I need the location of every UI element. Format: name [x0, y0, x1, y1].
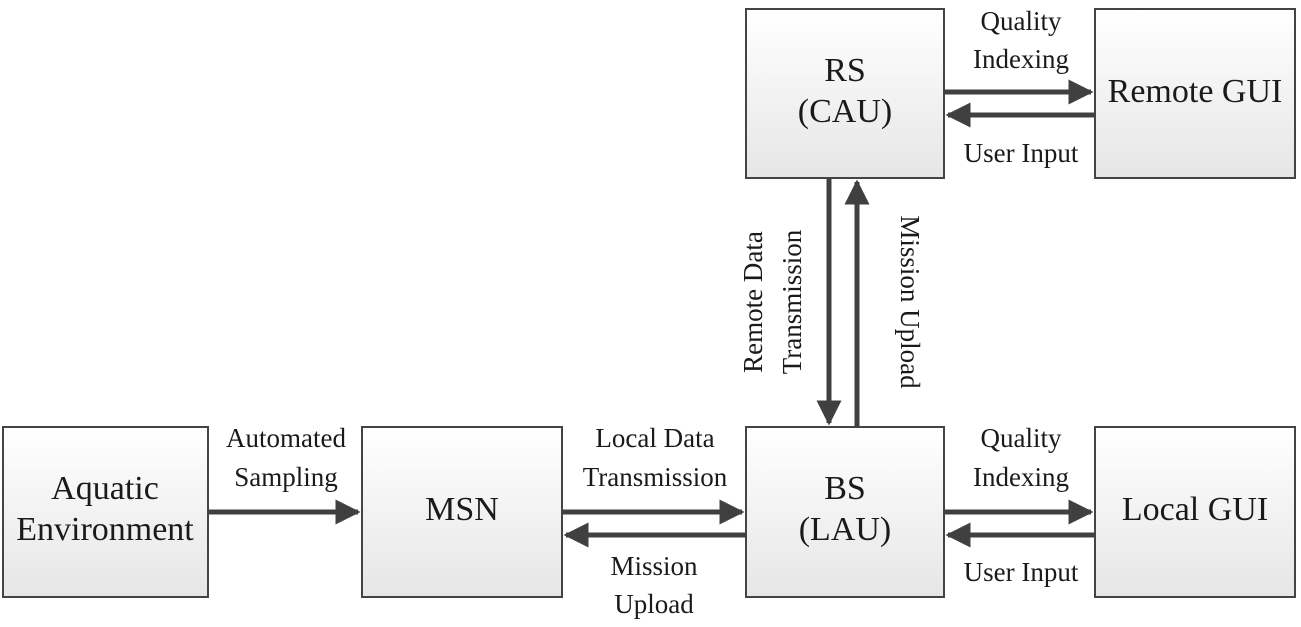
mission-upload-label-line1: Mission: [610, 551, 698, 581]
quality-indexing-local-label-line2: Indexing: [973, 462, 1069, 492]
local-gui-label: Local GUI: [1122, 491, 1268, 528]
rs-label-line1: RS: [824, 52, 866, 89]
mission-upload-label-line2: Upload: [614, 589, 694, 619]
user-input-local-label: User Input: [964, 557, 1079, 587]
quality-indexing-remote-label-line1: Quality: [981, 6, 1062, 36]
remote-gui-label: Remote GUI: [1108, 73, 1283, 110]
automated-sampling-label-line1: Automated: [226, 423, 346, 453]
user-input-remote-label: User Input: [964, 138, 1079, 168]
rs-label-line2: (CAU): [798, 93, 892, 130]
local-gui-node: Local GUI: [1094, 426, 1296, 598]
rs-node: RS (CAU): [745, 8, 945, 179]
mission-upload-vertical-label: Mission Upload: [895, 215, 925, 389]
aquatic-environment-label-line1: Aquatic: [51, 470, 159, 507]
bs-node: BS (LAU): [745, 426, 945, 598]
bs-label-line1: BS: [824, 470, 866, 507]
aquatic-environment-label-line2: Environment: [16, 511, 194, 548]
remote-data-transmission-label-line1: Remote Data: [738, 231, 768, 373]
msn-node: MSN: [361, 426, 563, 598]
remote-data-transmission-label-line2: Transmission: [777, 229, 807, 374]
quality-indexing-remote-label-line2: Indexing: [973, 44, 1069, 74]
local-data-transmission-label-line1: Local Data: [595, 423, 714, 453]
msn-label: MSN: [425, 491, 499, 528]
bs-label-line2: (LAU): [799, 511, 892, 548]
aquatic-environment-node: Aquatic Environment: [2, 426, 209, 598]
quality-indexing-local-label-line1: Quality: [981, 423, 1062, 453]
local-data-transmission-label-line2: Transmission: [583, 462, 728, 492]
remote-gui-node: Remote GUI: [1094, 8, 1296, 179]
automated-sampling-label-line2: Sampling: [234, 462, 338, 492]
